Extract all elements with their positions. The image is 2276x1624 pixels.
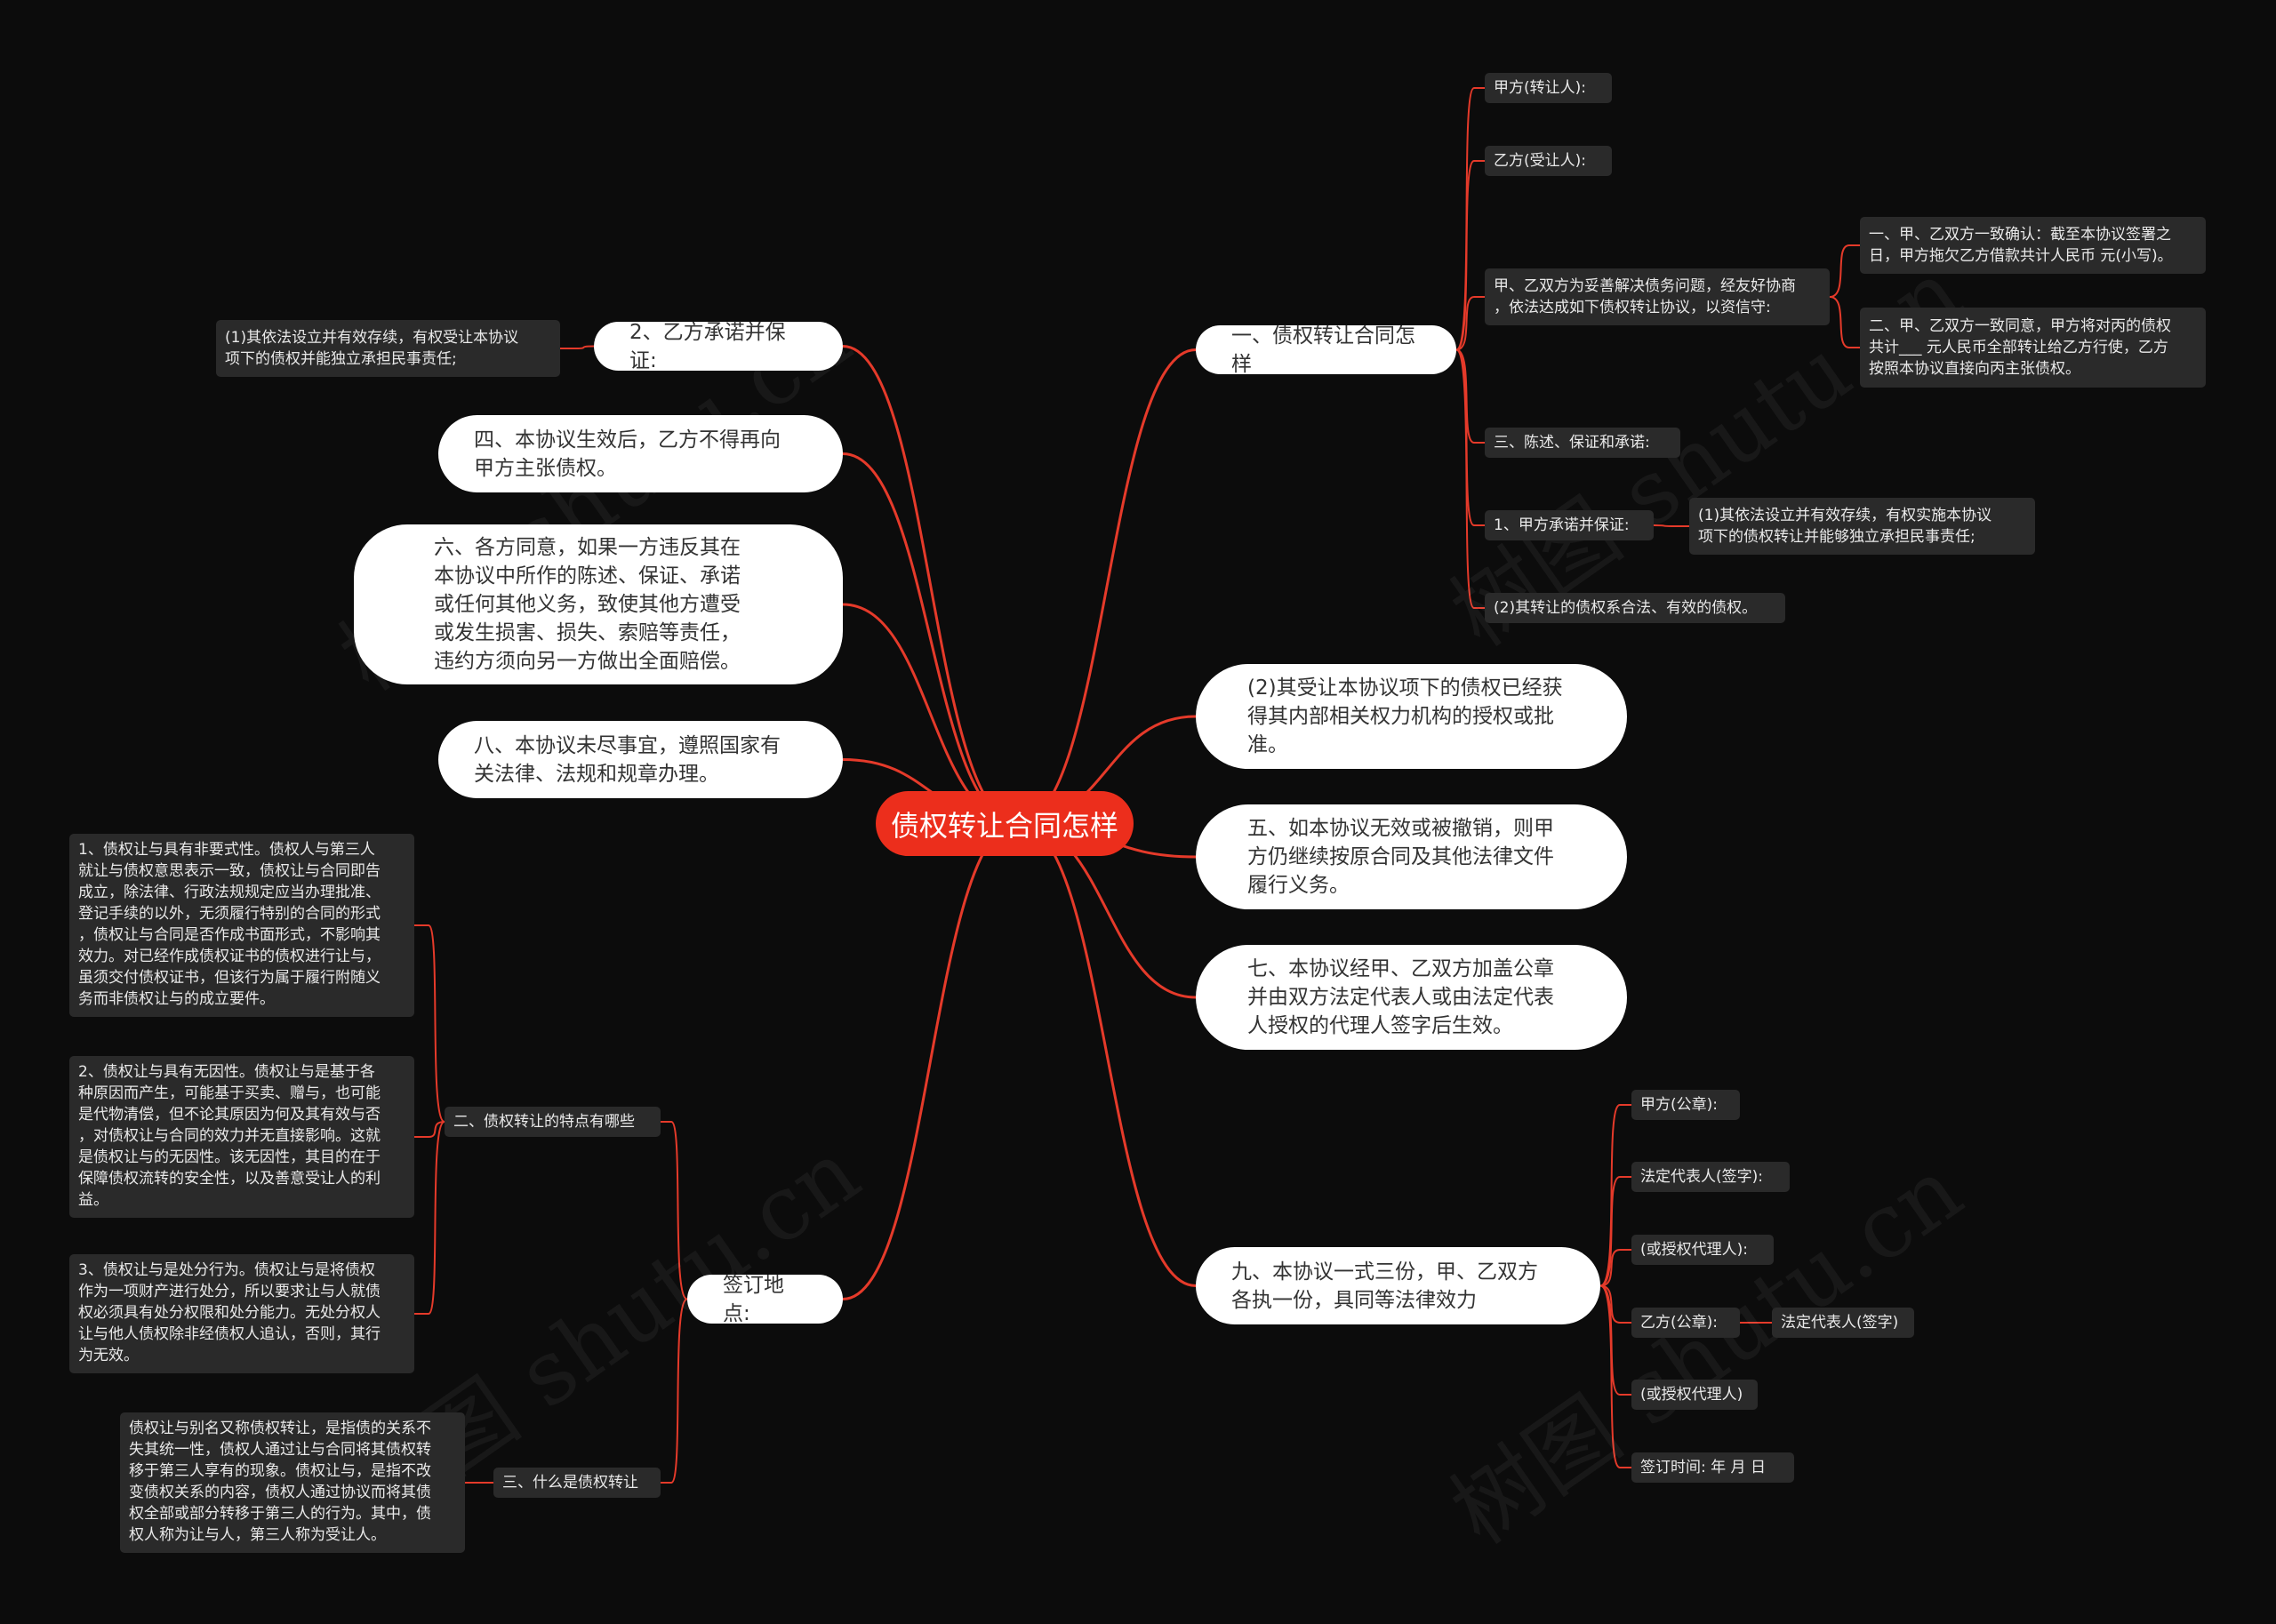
connector-line bbox=[1455, 348, 1485, 609]
connector-line bbox=[1455, 296, 1485, 351]
node-representations[interactable]: 三、陈述、保证和承诺: bbox=[1485, 428, 1680, 458]
node-article-8[interactable]: 八、本协议未尽事宜，遵照国家有 关法律、法规和规章办理。 bbox=[438, 721, 843, 798]
node-article-4[interactable]: 四、本协议生效后，乙方不得再向 甲方主张债权。 bbox=[438, 415, 843, 492]
connector-line bbox=[414, 1121, 445, 1138]
node-party-a-transferor[interactable]: 甲方(转让人): bbox=[1485, 73, 1612, 103]
node-clause-1[interactable]: 一、甲、乙双方一致确认：截至本协议签署之 日，甲方拖欠乙方借款共计人民币 元(小… bbox=[1860, 217, 2206, 274]
node-party-a-guarantee-detail[interactable]: (1)其依法设立并有效存续，有权实施本协议 项下的债权转让并能够独立承担民事责任… bbox=[1689, 498, 2035, 555]
connector-line bbox=[1017, 821, 1197, 1287]
node-party-a-guarantee[interactable]: 1、甲方承诺并保证: bbox=[1485, 510, 1654, 540]
connector-line bbox=[414, 1121, 445, 1315]
node-signing-date[interactable]: 签订时间: 年 月 日 bbox=[1631, 1452, 1794, 1483]
node-legal-valid-claim[interactable]: (2)其转让的债权系合法、有效的债权。 bbox=[1485, 593, 1785, 623]
root-node[interactable]: 债权转让合同怎样 bbox=[876, 791, 1134, 856]
node-legal-rep-sign[interactable]: 法定代表人(签字): bbox=[1631, 1162, 1790, 1192]
node-yifang-guarantee[interactable]: 2、乙方承诺并保证: bbox=[594, 321, 843, 372]
connector-line bbox=[1599, 1176, 1631, 1287]
connector-line bbox=[661, 1298, 688, 1484]
connector-line bbox=[1455, 87, 1485, 351]
node-agreement-preamble[interactable]: 甲、乙双方为妥善解决债务问题，经友好协商 ，依法达成如下债权转让协议，以资信守: bbox=[1485, 268, 1830, 325]
node-article-9[interactable]: 九、本协议一式三份，甲、乙双方 各执一份，具同等法律效力 bbox=[1196, 1247, 1600, 1324]
connector-line bbox=[1455, 160, 1485, 351]
connector-line bbox=[1829, 296, 1860, 348]
connector-line bbox=[1599, 1104, 1631, 1287]
connector-line bbox=[1653, 524, 1689, 527]
node-contract-section-1[interactable]: 一、债权转让合同怎样 bbox=[1196, 324, 1456, 376]
connector-line bbox=[1017, 348, 1197, 825]
node-feature-3[interactable]: 3、债权让与是处分行为。债权让与是将债权 作为一项财产进行处分，所以要求让与人就… bbox=[69, 1254, 414, 1373]
node-authorization[interactable]: (2)其受让本协议项下的债权已经获 得其内部相关权力机构的授权或批 准。 bbox=[1196, 664, 1627, 769]
node-yifang-guarantee-detail[interactable]: (1)其依法设立并有效存续，有权受让本协议 项下的债权并能独立承担民事责任; bbox=[216, 320, 560, 377]
node-what-is-transfer-detail[interactable]: 债权让与别名又称债权转让，是指债的关系不 失其统一性，债权人通过让与合同将其债权… bbox=[120, 1412, 465, 1553]
node-article-7[interactable]: 七、本协议经甲、乙双方加盖公章 并由双方法定代表人或由法定代表 人授权的代理人签… bbox=[1196, 945, 1627, 1050]
node-clause-2[interactable]: 二、甲、乙双方一致同意，甲方将对丙的债权 共计___ 元人民币全部转让给乙方行使… bbox=[1860, 308, 2206, 388]
node-party-b-transferee[interactable]: 乙方(受让人): bbox=[1485, 146, 1612, 176]
node-party-b-legal-rep[interactable]: 法定代表人(签字) bbox=[1772, 1308, 1914, 1338]
node-authorized-agent[interactable]: (或授权代理人): bbox=[1631, 1235, 1774, 1265]
connector-line bbox=[842, 345, 1019, 825]
connector-line bbox=[1455, 348, 1485, 444]
node-authorized-agent-b[interactable]: (或授权代理人) bbox=[1631, 1380, 1758, 1410]
connector-line bbox=[842, 821, 1019, 1300]
connector-line bbox=[1599, 1249, 1631, 1287]
node-feature-1[interactable]: 1、债权让与具有非要式性。债权人与第三人 就让与债权意思表示一致，债权让与合同即… bbox=[69, 834, 414, 1017]
node-feature-2[interactable]: 2、债权让与具有无因性。债权让与是基于各 种原因而产生，可能基于买卖、赠与，也可… bbox=[69, 1056, 414, 1218]
node-party-b-seal[interactable]: 乙方(公章): bbox=[1631, 1308, 1740, 1338]
connector-line bbox=[560, 345, 595, 349]
connector-line bbox=[1455, 348, 1485, 526]
connector-line bbox=[1829, 244, 1860, 298]
node-article-5[interactable]: 五、如本协议无效或被撤销，则甲 方仍继续按原合同及其他法律文件 履行义务。 bbox=[1196, 804, 1627, 909]
node-what-is-transfer[interactable]: 三、什么是债权转让 bbox=[493, 1468, 661, 1498]
connector-line bbox=[1599, 1284, 1631, 1324]
connector-line bbox=[842, 452, 1019, 825]
node-features-of-transfer[interactable]: 二、债权转让的特点有哪些 bbox=[445, 1107, 661, 1137]
connector-line bbox=[1599, 1284, 1631, 1396]
connector-line bbox=[661, 1121, 688, 1300]
node-signing-place[interactable]: 签订地点: bbox=[687, 1274, 843, 1325]
connector-line bbox=[1599, 1284, 1631, 1468]
node-article-6[interactable]: 六、各方同意，如果一方违反其在 本协议中所作的陈述、保证、承诺 或任何其他义务，… bbox=[354, 524, 843, 684]
connector-line bbox=[414, 924, 445, 1123]
node-party-a-seal[interactable]: 甲方(公章): bbox=[1631, 1090, 1740, 1120]
